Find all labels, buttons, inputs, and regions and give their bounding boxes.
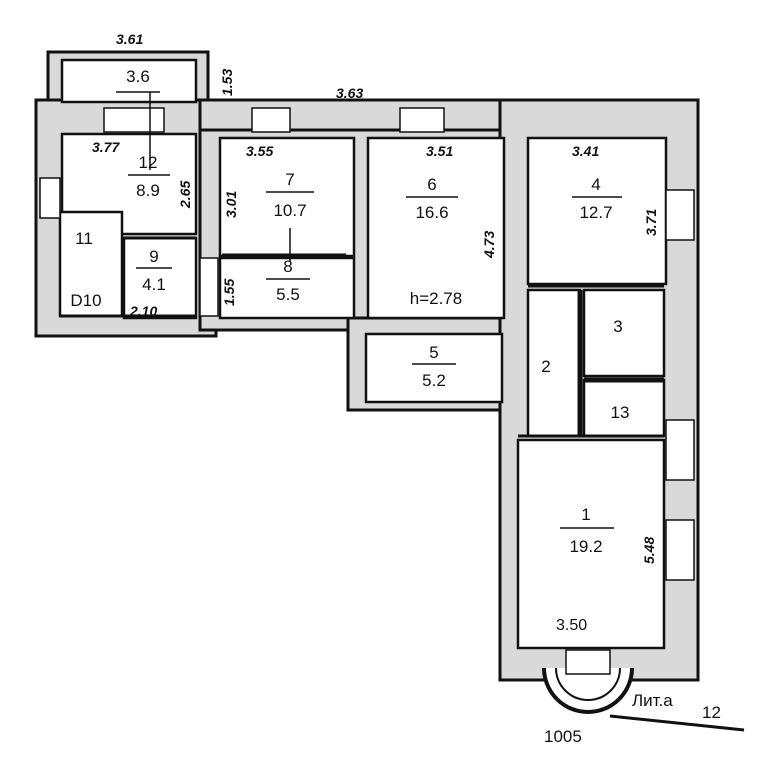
dimension-label: 3.61 <box>116 31 143 47</box>
window <box>665 419 695 481</box>
room-9 <box>122 236 198 320</box>
label-room-9: 9 4.1 <box>136 247 172 294</box>
room-number: 12 <box>139 153 158 172</box>
building-letter-label: Лит.а <box>632 691 673 710</box>
dimension-label: 4.73 <box>481 231 497 259</box>
dimension-label: 3.55 <box>246 143 273 159</box>
room-area: 19.2 <box>569 537 602 556</box>
label-room-7: 7 10.7 <box>266 170 314 262</box>
entrance-porch <box>542 649 745 732</box>
room-11-label: 11 <box>75 229 93 248</box>
room-area: 16.6 <box>415 203 448 222</box>
room-7 <box>218 136 356 258</box>
room-number: 7 <box>285 170 294 189</box>
room-area: 12.7 <box>579 203 612 222</box>
partitions <box>60 236 664 438</box>
dimension-label: 1.55 <box>221 279 237 306</box>
room-36 <box>60 58 198 104</box>
room-area: 5.2 <box>422 371 446 390</box>
building-letter-subscript: 12 <box>702 703 721 722</box>
room-5 <box>364 332 504 404</box>
room-number: 6 <box>427 175 436 194</box>
room-2 <box>526 288 582 438</box>
window <box>399 107 445 133</box>
room-number: 9 <box>149 247 158 266</box>
dimension-label: 3.77 <box>92 139 120 155</box>
label-room-12: 12 8.9 <box>128 92 170 200</box>
entrance-door <box>565 649 611 675</box>
dimension-labels: 3.61 1.53 3.63 3.77 3.55 3.51 3.41 2.65 … <box>92 31 659 634</box>
room-area: 8.9 <box>136 181 160 200</box>
window <box>665 189 695 241</box>
dimension-label: 3.63 <box>336 85 363 101</box>
label-room-6: 6 16.6 <box>406 175 458 222</box>
room-area: 5.5 <box>276 285 300 304</box>
room-8 <box>218 256 356 320</box>
dimension-label: 2.65 <box>177 181 193 209</box>
window <box>665 519 695 581</box>
window <box>39 177 61 219</box>
dimension-label: 3.51 <box>426 143 453 159</box>
dimension-label: 5.48 <box>641 537 657 564</box>
room-6 <box>366 136 506 320</box>
room-area: 3.6 <box>126 67 150 86</box>
room-number: 4 <box>591 175 600 194</box>
window <box>199 257 219 317</box>
room-labels: 3.6 12 8.9 7 10.7 6 16.6 4 12.7 8 <box>70 67 721 746</box>
dimension-label: 2.10 <box>129 303 157 319</box>
room-interiors <box>58 58 668 650</box>
dimension-label: 3.50 <box>556 617 587 634</box>
label-room-8: 8 5.5 <box>266 257 310 304</box>
room-number: 1 <box>581 505 590 524</box>
dimension-label: 3.41 <box>572 143 599 159</box>
room-1 <box>516 438 666 650</box>
label-room-36: 3.6 <box>116 67 160 93</box>
room-3 <box>582 288 666 378</box>
window <box>251 107 291 133</box>
label-room-5: 5 5.2 <box>412 343 456 390</box>
room-13-label: 13 <box>611 403 630 422</box>
room-3-label: 3 <box>613 317 622 336</box>
dimension-label: 3.71 <box>643 209 659 236</box>
label-room-1: 1 19.2 <box>560 505 614 556</box>
windows <box>39 107 695 581</box>
room-area: 10.7 <box>273 201 306 220</box>
room-number: 8 <box>283 257 292 276</box>
dimension-label: 3.01 <box>223 191 239 218</box>
ceiling-height-label: h=2.78 <box>410 289 462 308</box>
room-number: 5 <box>429 343 438 362</box>
room-2-label: 2 <box>541 357 550 376</box>
room-area: 4.1 <box>142 275 166 294</box>
entrance-label: 1005 <box>544 727 582 746</box>
room-13 <box>582 378 666 438</box>
dimension-label: 1.53 <box>219 69 235 96</box>
label-room-4: 4 12.7 <box>572 175 622 222</box>
room-10-label: D10 <box>70 291 101 310</box>
window <box>103 107 165 133</box>
